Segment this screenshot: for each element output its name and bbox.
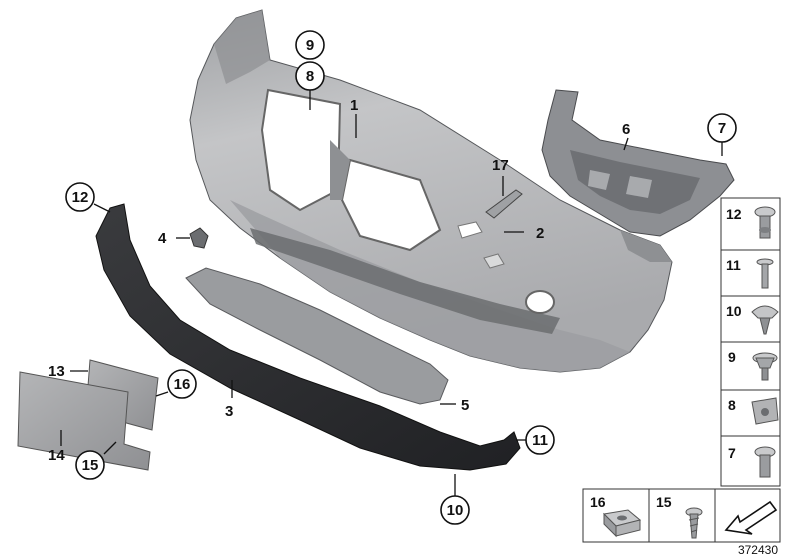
svg-text:2: 2: [536, 225, 544, 242]
callout-17: 17: [492, 157, 509, 174]
direction-arrow-icon: [724, 500, 778, 535]
square-nut-icon: [602, 509, 642, 538]
callout-4: 4: [158, 230, 167, 247]
svg-text:1: 1: [350, 97, 358, 114]
torx-bolt-icon: [754, 446, 776, 478]
callout-1: 1: [350, 97, 358, 114]
svg-text:17: 17: [492, 157, 509, 174]
svg-text:12: 12: [726, 206, 742, 222]
fastener-cell-7: [720, 435, 781, 487]
svg-text:8: 8: [306, 68, 314, 85]
svg-text:4: 4: [158, 230, 167, 247]
fastener-panel: 12 11 10 9 8 7: [720, 197, 781, 487]
svg-text:15: 15: [656, 494, 672, 510]
callout-9: 9: [295, 30, 325, 60]
leader-lines: [60, 90, 723, 496]
callout-14: 14: [48, 447, 65, 464]
lower-grille-trim: [185, 267, 449, 405]
tow-eye-strip: [485, 189, 523, 219]
callout-13: 13: [48, 363, 65, 380]
svg-text:16: 16: [174, 376, 191, 393]
svg-text:13: 13: [48, 363, 65, 380]
screw-with-washer-icon: [752, 352, 778, 381]
svg-text:10: 10: [726, 303, 742, 319]
svg-text:12: 12: [72, 189, 89, 206]
callout-10: 10: [440, 495, 470, 525]
svg-text:9: 9: [306, 37, 314, 54]
callout-2: 2: [536, 225, 544, 242]
callout-6: 6: [622, 121, 630, 138]
svg-text:11: 11: [726, 257, 741, 273]
svg-text:9: 9: [728, 349, 736, 365]
fastener-cell-15: [648, 488, 716, 543]
svg-text:3: 3: [225, 403, 233, 420]
push-pin-icon: [756, 258, 774, 289]
svg-text:6: 6: [622, 121, 630, 138]
bumper-bracket: [541, 89, 735, 237]
bottom-panel: 16 15: [582, 488, 781, 543]
callout-11: 11: [525, 425, 555, 455]
fastener-cell-11: [720, 249, 781, 297]
callout-3: 3: [225, 403, 233, 420]
callout-5: 5: [461, 397, 469, 414]
self-tapping-screw-icon: [685, 507, 703, 539]
spring-nut-icon: [751, 397, 779, 425]
callout-12: 12: [65, 182, 95, 212]
svg-text:8: 8: [728, 397, 736, 413]
clip-part: [189, 227, 209, 249]
svg-text:7: 7: [718, 120, 726, 137]
svg-text:5: 5: [461, 397, 469, 414]
svg-text:14: 14: [48, 447, 65, 464]
svg-text:11: 11: [532, 432, 548, 449]
svg-text:10: 10: [447, 502, 464, 519]
clip-fastener-icon: [751, 305, 779, 335]
callout-8: 8: [295, 61, 325, 91]
license-plate-holders: [17, 359, 159, 471]
reference-number: 372430: [738, 543, 778, 557]
callout-16: 16: [167, 369, 197, 399]
svg-text:15: 15: [82, 457, 99, 474]
callout-15: 15: [75, 450, 105, 480]
expanding-rivet-icon: [754, 206, 776, 239]
callout-7: 7: [707, 113, 737, 143]
svg-text:7: 7: [728, 445, 736, 461]
svg-text:16: 16: [590, 494, 606, 510]
